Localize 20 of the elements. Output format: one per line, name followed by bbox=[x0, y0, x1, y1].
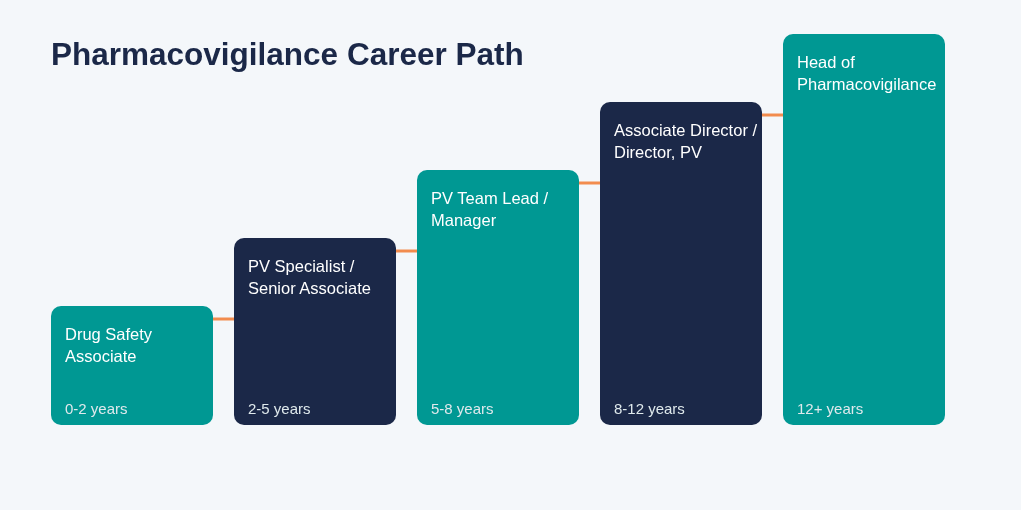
stage-title: Associate Director / Director, PV bbox=[614, 120, 758, 163]
career-stage-card bbox=[417, 170, 579, 425]
stage-title: PV Specialist / Senior Associate bbox=[248, 256, 372, 299]
connector-line bbox=[762, 113, 783, 117]
stage-title: Head of Pharmacovigilance bbox=[797, 52, 938, 95]
years-range: 8-12 years bbox=[614, 400, 685, 418]
career-stage-card bbox=[783, 34, 945, 425]
years-range: 5-8 years bbox=[431, 400, 494, 418]
connector-line bbox=[213, 317, 234, 321]
years-range: 2-5 years bbox=[248, 400, 311, 418]
career-stage-card bbox=[600, 102, 762, 425]
years-range: 12+ years bbox=[797, 400, 864, 418]
career-stage-card bbox=[234, 238, 396, 425]
career-stage-card bbox=[51, 306, 213, 425]
connector-line bbox=[579, 181, 600, 185]
connector-line bbox=[396, 249, 417, 253]
stage-title: Drug Safety Associate bbox=[65, 324, 154, 367]
diagram-title: Pharmacovigilance Career Path bbox=[51, 35, 524, 73]
years-range: 0-2 years bbox=[65, 400, 128, 418]
stage-title: PV Team Lead / Manager bbox=[431, 188, 550, 231]
